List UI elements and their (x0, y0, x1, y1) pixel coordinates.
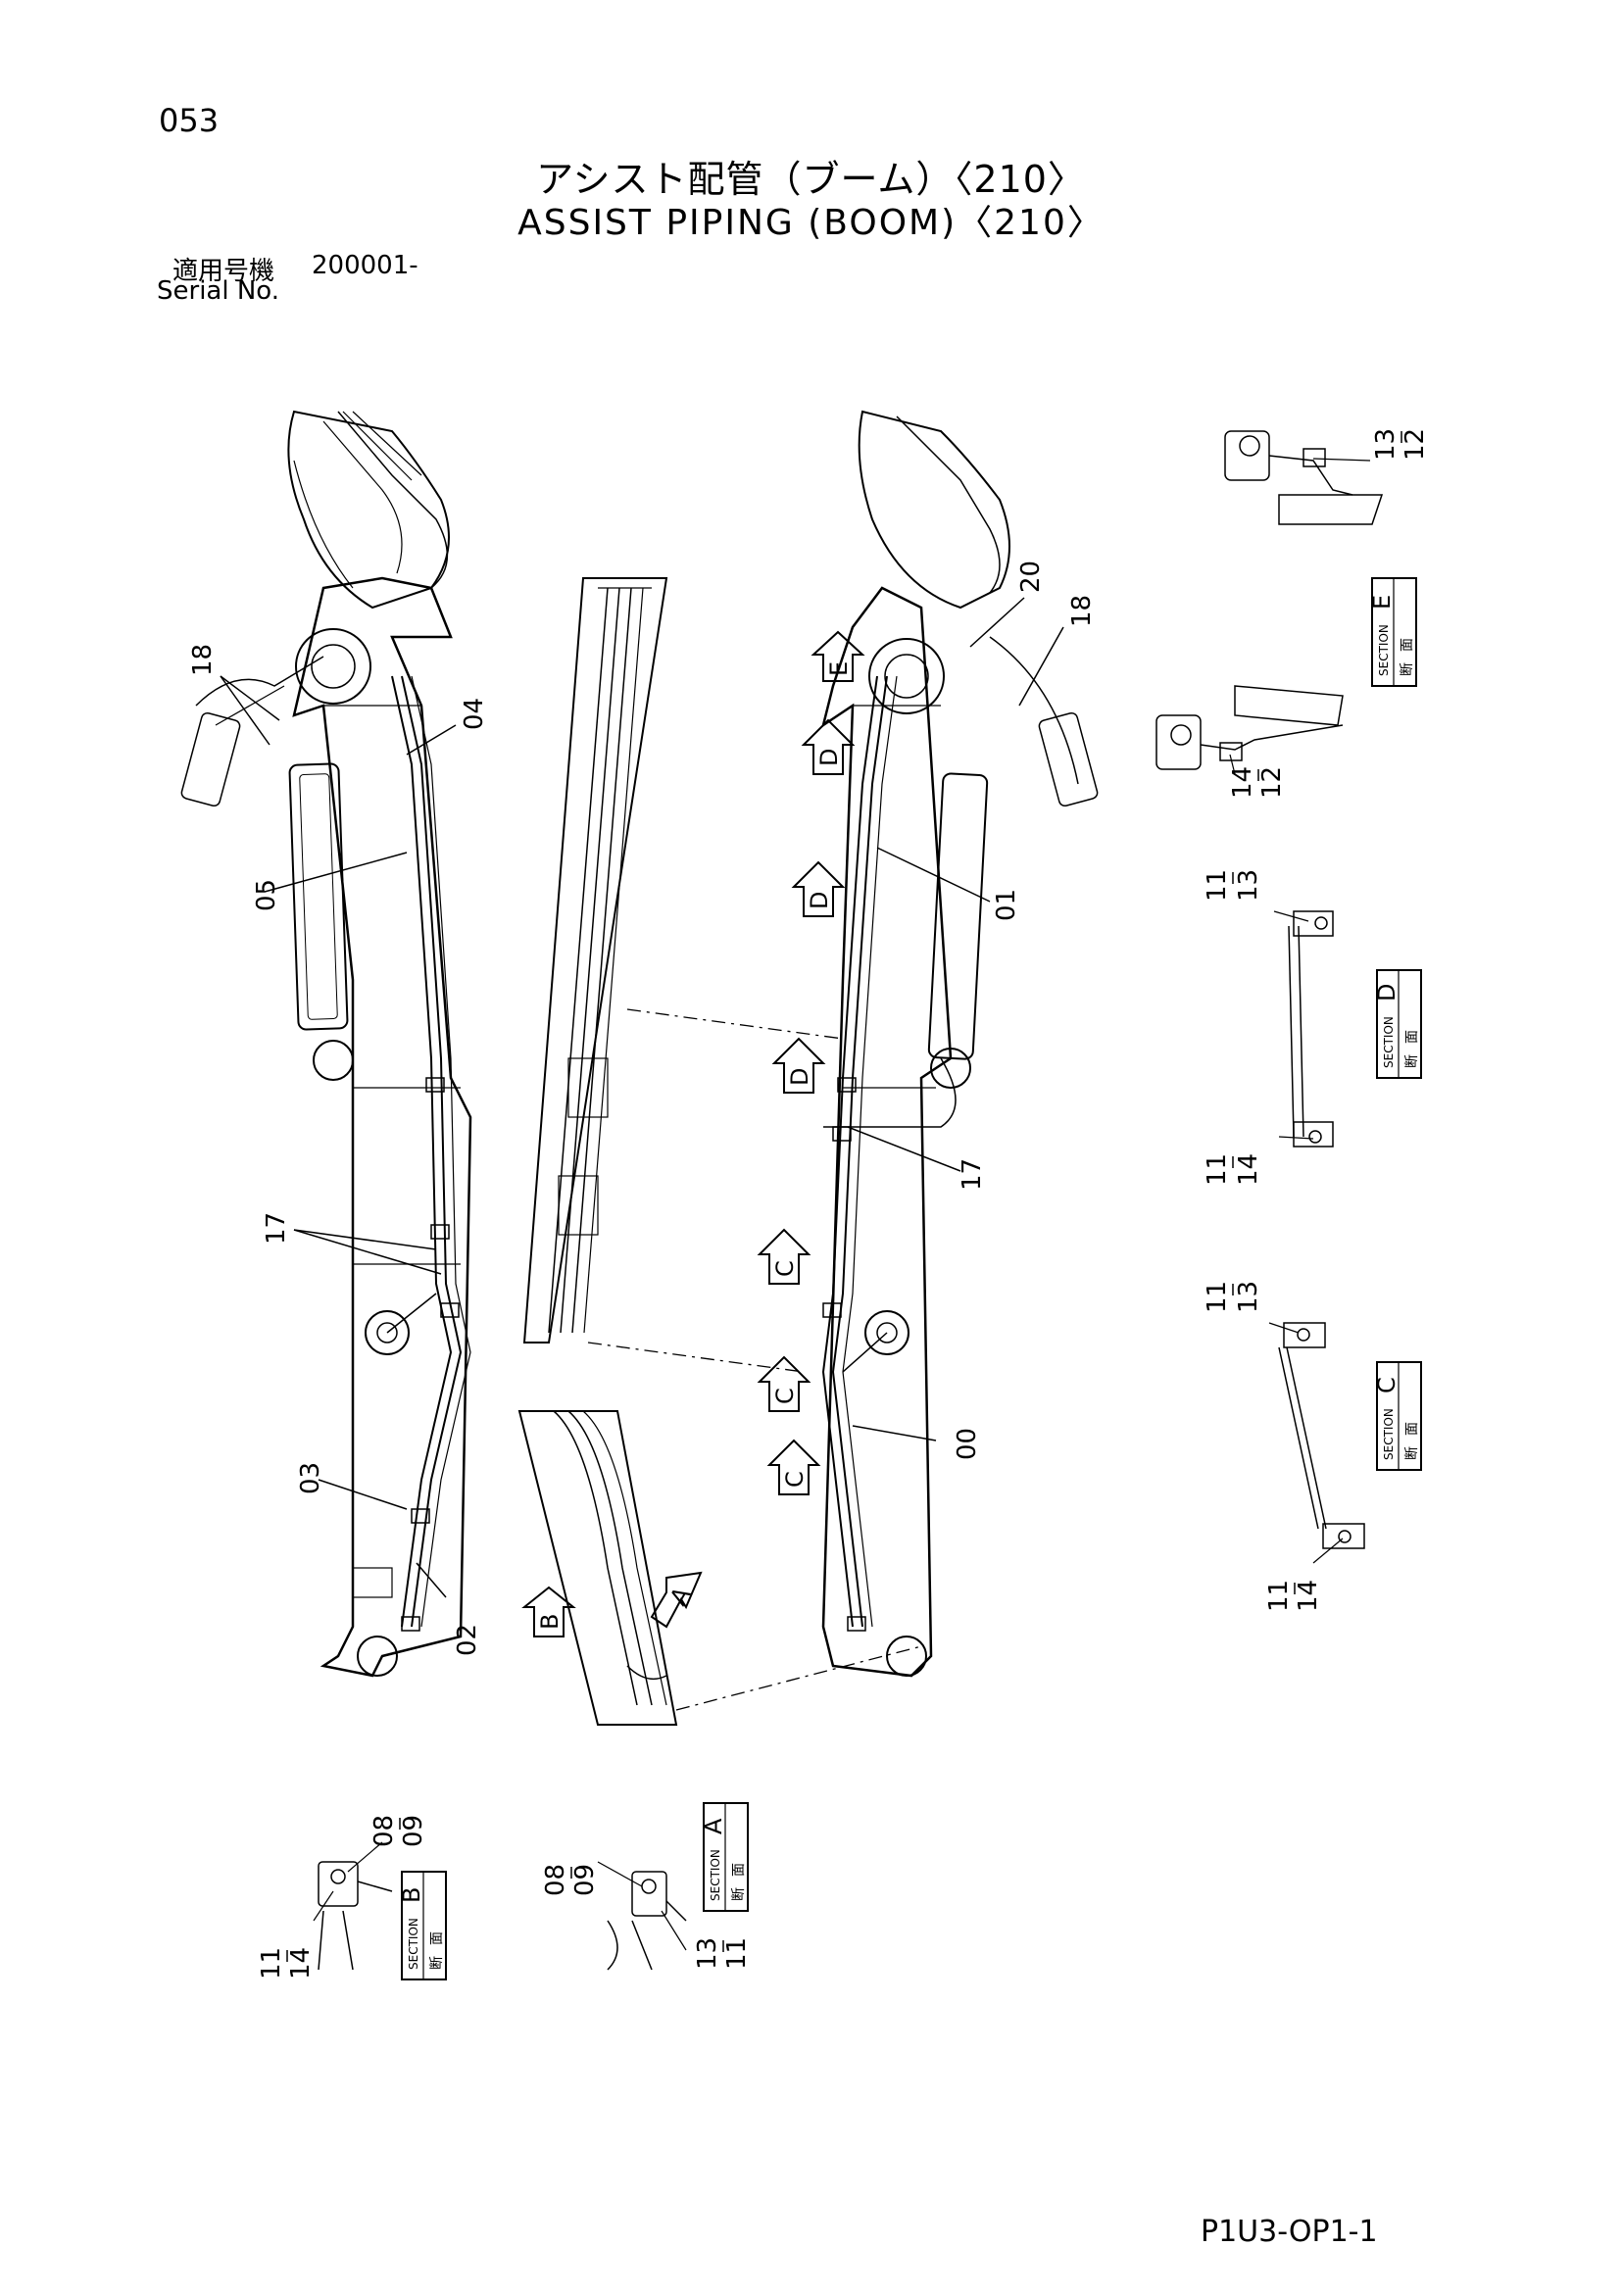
detail-c (1278, 1322, 1365, 1549)
section-box-a: SECTION A 断 面 (700, 1802, 749, 1912)
section-jp-2: 面 (1404, 1422, 1420, 1436)
label-b-09: 09 (399, 1815, 428, 1847)
view-arrow-d1 (801, 718, 856, 775)
label-05: 05 (252, 879, 281, 911)
arrow-letter-c2: C (771, 1388, 799, 1404)
section-letter-a: A (700, 1818, 727, 1834)
view-arrow-b (521, 1586, 576, 1637)
arrow-letter-c1: C (771, 1260, 799, 1277)
title-japanese: アシスト配管（ブーム）〈210〉 (536, 158, 1086, 201)
label-d-13: 13 (1234, 869, 1263, 902)
section-word: SECTION (407, 1918, 420, 1970)
section-leaders (313, 458, 1371, 1951)
arrow-letters: E D D D C C C A B (536, 661, 853, 1630)
section-jp-1: 断 (731, 1887, 747, 1901)
section-letter-e: E (1368, 595, 1396, 610)
arrow-letter-c3: C (781, 1471, 809, 1488)
arrow-letter-e: E (825, 661, 853, 676)
document-id: P1U3-OP1-1 (1201, 2215, 1378, 2249)
section-jp-2: 面 (429, 1931, 445, 1945)
label-00: 00 (953, 1428, 982, 1460)
page-number: 053 (159, 102, 220, 139)
title-english: ASSIST PIPING (BOOM)〈210〉 (517, 203, 1105, 243)
center-detail-lower (517, 1410, 678, 1726)
view-arrow-d2 (791, 860, 846, 917)
label-d-11a: 11 (1203, 869, 1232, 902)
view-arrow-c3 (766, 1439, 821, 1495)
right-boom (821, 410, 1099, 1678)
left-boom (180, 410, 472, 1678)
label-d-11b: 11 (1203, 1153, 1232, 1186)
label-03: 03 (296, 1462, 325, 1494)
view-arrow-c2 (757, 1355, 811, 1412)
label-b-08: 08 (369, 1815, 399, 1847)
view-arrow-a (650, 1571, 703, 1629)
section-letter-d: D (1373, 984, 1401, 1001)
section-jp-1: 断 (1400, 662, 1415, 676)
section-jp-1: 断 (429, 1956, 445, 1970)
detail-d (1288, 910, 1334, 1148)
view-arrow-d3 (771, 1037, 826, 1094)
label-separators (286, 431, 1402, 1962)
detail-e-upper (1224, 430, 1384, 525)
detail-a (607, 1871, 687, 1971)
arrow-letter-d3: D (786, 1068, 813, 1086)
section-word: SECTION (709, 1849, 722, 1901)
serial-label-japanese: 適用号機 (172, 257, 275, 286)
label-e-12b: 12 (1257, 766, 1287, 799)
label-17-right: 17 (958, 1158, 987, 1191)
label-18-right: 18 (1067, 595, 1097, 627)
section-word: SECTION (1377, 624, 1391, 676)
section-jp-1: 断 (1404, 1054, 1420, 1068)
detail-b (318, 1861, 393, 1971)
section-jp-2: 面 (731, 1863, 747, 1877)
section-letter-b: B (398, 1887, 425, 1903)
section-word: SECTION (1382, 1408, 1396, 1460)
section-word: SECTION (1382, 1016, 1396, 1068)
arrow-letter-d1: D (815, 749, 843, 766)
section-box-c: SECTION C 断 面 (1373, 1361, 1422, 1471)
section-box-e: SECTION E 断 面 (1368, 577, 1417, 687)
label-20: 20 (1016, 561, 1046, 593)
arrow-letter-b: B (536, 1614, 564, 1630)
label-d-14: 14 (1234, 1153, 1263, 1186)
part-labels: 18 04 05 17 03 02 20 18 01 17 00 13 12 1… (188, 428, 1430, 1979)
label-a-11: 11 (722, 1937, 752, 1970)
label-a-08: 08 (541, 1864, 570, 1896)
arrow-letter-a: A (664, 1582, 697, 1610)
dashed-leader-lines (587, 1008, 922, 1711)
center-detail-upper (522, 577, 668, 1343)
serial-value: 200001- (312, 251, 418, 280)
label-b-11: 11 (257, 1947, 286, 1979)
label-17-left: 17 (262, 1212, 291, 1245)
arrow-letter-d2: D (806, 892, 833, 909)
label-e-13: 13 (1371, 428, 1401, 461)
label-02: 02 (453, 1624, 482, 1656)
serial-label-english: Serial No. (157, 276, 279, 306)
label-e-12: 12 (1401, 428, 1430, 461)
section-box-b: SECTION B 断 面 (398, 1871, 447, 1980)
leader-lines (220, 597, 1064, 1598)
view-arrow-e (811, 630, 865, 682)
section-letter-c: C (1373, 1377, 1401, 1393)
label-18-left: 18 (188, 644, 218, 676)
label-c-11b: 11 (1264, 1580, 1294, 1612)
view-arrows (521, 630, 865, 1637)
section-jp-2: 面 (1404, 1030, 1420, 1044)
view-arrow-c1 (757, 1228, 811, 1285)
label-c-13: 13 (1234, 1281, 1263, 1313)
label-c-11a: 11 (1203, 1281, 1232, 1313)
section-jp-2: 面 (1400, 638, 1415, 652)
label-a-13: 13 (693, 1937, 722, 1970)
section-jp-1: 断 (1404, 1446, 1420, 1460)
section-box-d: SECTION D 断 面 (1373, 969, 1422, 1079)
label-01: 01 (992, 889, 1021, 921)
label-04: 04 (460, 698, 489, 730)
label-c-14: 14 (1294, 1580, 1323, 1612)
label-e-14: 14 (1228, 766, 1257, 799)
detail-e-lower (1155, 685, 1344, 770)
label-a-09: 09 (570, 1864, 600, 1896)
label-b-14: 14 (286, 1947, 316, 1979)
